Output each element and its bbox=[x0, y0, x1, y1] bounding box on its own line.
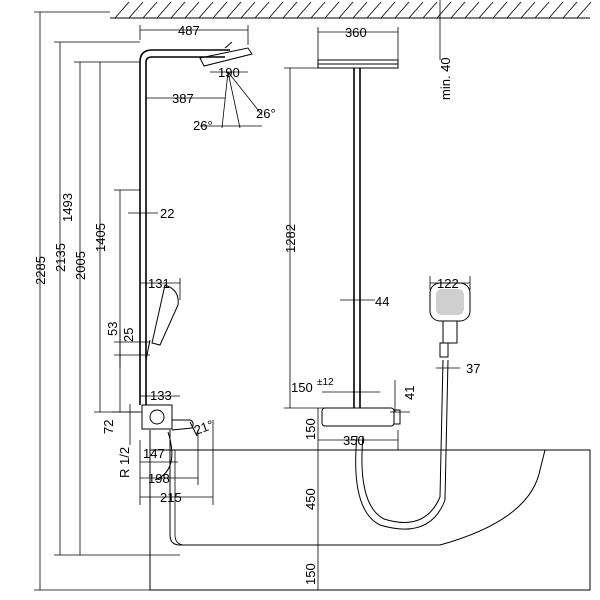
dim-1493: 1493 bbox=[60, 193, 75, 222]
dim-150-thermostat: 150 bbox=[303, 418, 318, 440]
hatch-stroke bbox=[128, 1, 144, 19]
hatch-stroke bbox=[394, 1, 410, 19]
hatch-stroke bbox=[562, 1, 578, 19]
hatch-stroke bbox=[282, 1, 298, 19]
hatch-stroke bbox=[464, 1, 480, 19]
hatch-stroke bbox=[478, 1, 494, 19]
hatch-stroke bbox=[520, 1, 536, 19]
dim-spout-angle: 21° bbox=[192, 417, 216, 438]
dim-r-half: R 1/2 bbox=[117, 447, 132, 478]
right-thermostat-bar bbox=[321, 407, 395, 427]
dim-2005: 2005 bbox=[73, 251, 88, 280]
hatch-stroke bbox=[408, 1, 424, 19]
dim-122: 122 bbox=[437, 276, 459, 291]
left-shower-arm bbox=[139, 49, 230, 63]
dim-angle-right: 26° bbox=[256, 106, 276, 121]
dim-1282: 1282 bbox=[283, 224, 298, 253]
dim-215: 215 bbox=[160, 490, 182, 505]
dim-190: 190 bbox=[218, 65, 240, 80]
hatch-stroke bbox=[450, 1, 466, 19]
dim-350: 350 bbox=[343, 433, 365, 448]
dim-1405: 1405 bbox=[93, 223, 108, 252]
dim-angle-left: 26° bbox=[193, 118, 213, 133]
dim-487: 487 bbox=[178, 23, 200, 38]
hatch-stroke bbox=[576, 1, 592, 19]
dim-133: 133 bbox=[150, 388, 172, 403]
hatch-stroke bbox=[268, 1, 284, 19]
hatch-stroke bbox=[534, 1, 550, 19]
dim-198: 198 bbox=[148, 471, 170, 486]
dim-147: 147 bbox=[143, 446, 165, 461]
ceiling-hatch bbox=[110, 1, 592, 19]
hatch-stroke bbox=[198, 1, 214, 19]
hatch-stroke bbox=[310, 1, 326, 19]
dim-150-floor: 150 bbox=[303, 563, 318, 585]
hatch-stroke bbox=[170, 1, 186, 19]
hatch-stroke bbox=[226, 1, 242, 19]
left-overhead-head bbox=[199, 47, 253, 67]
dim-37: 37 bbox=[466, 361, 480, 376]
hatch-stroke bbox=[366, 1, 382, 19]
hatch-stroke bbox=[240, 1, 256, 19]
hatch-stroke bbox=[212, 1, 228, 19]
hatch-stroke bbox=[492, 1, 508, 19]
dimension-lines bbox=[34, 0, 590, 591]
left-spout bbox=[171, 419, 194, 431]
hatch-stroke bbox=[142, 1, 158, 19]
hatch-stroke bbox=[296, 1, 312, 19]
hatch-stroke bbox=[254, 1, 270, 19]
hatch-stroke bbox=[422, 1, 438, 19]
dim-41: 41 bbox=[402, 386, 417, 400]
dim-tolerance-sup: ±12 bbox=[317, 377, 334, 388]
left-handheld-shower bbox=[151, 284, 179, 346]
bathtub bbox=[149, 430, 591, 591]
hatch-stroke bbox=[114, 1, 130, 19]
dim-450: 450 bbox=[303, 488, 318, 510]
hatch-stroke bbox=[184, 1, 200, 19]
dim-150-tolerance: 150 bbox=[291, 380, 313, 395]
dim-44: 44 bbox=[375, 294, 389, 309]
dim-25: 25 bbox=[121, 328, 136, 342]
hatch-stroke bbox=[436, 1, 452, 19]
hatch-stroke bbox=[352, 1, 368, 19]
hatch-stroke bbox=[156, 1, 172, 19]
dim-387: 387 bbox=[172, 91, 194, 106]
left-shower-system bbox=[139, 41, 253, 481]
dim-min-40: min. 40 bbox=[438, 57, 453, 100]
dim-53: 53 bbox=[105, 322, 120, 336]
hatch-stroke bbox=[506, 1, 522, 19]
shower-hose bbox=[355, 359, 449, 530]
hatch-stroke bbox=[324, 1, 340, 19]
dim-131: 131 bbox=[148, 276, 170, 291]
right-shower-system bbox=[317, 59, 471, 530]
dimension-labels: 487 360 min. 40 190 387 26° 26° 22 2285 … bbox=[33, 23, 480, 585]
left-valve-block bbox=[141, 404, 173, 430]
hatch-stroke bbox=[338, 1, 354, 19]
dim-360: 360 bbox=[345, 25, 367, 40]
dim-2285: 2285 bbox=[33, 256, 48, 285]
hatch-stroke bbox=[548, 1, 564, 19]
dim-22: 22 bbox=[160, 206, 174, 221]
dim-72: 72 bbox=[101, 420, 116, 434]
hatch-stroke bbox=[380, 1, 396, 19]
dim-2135: 2135 bbox=[53, 243, 68, 272]
